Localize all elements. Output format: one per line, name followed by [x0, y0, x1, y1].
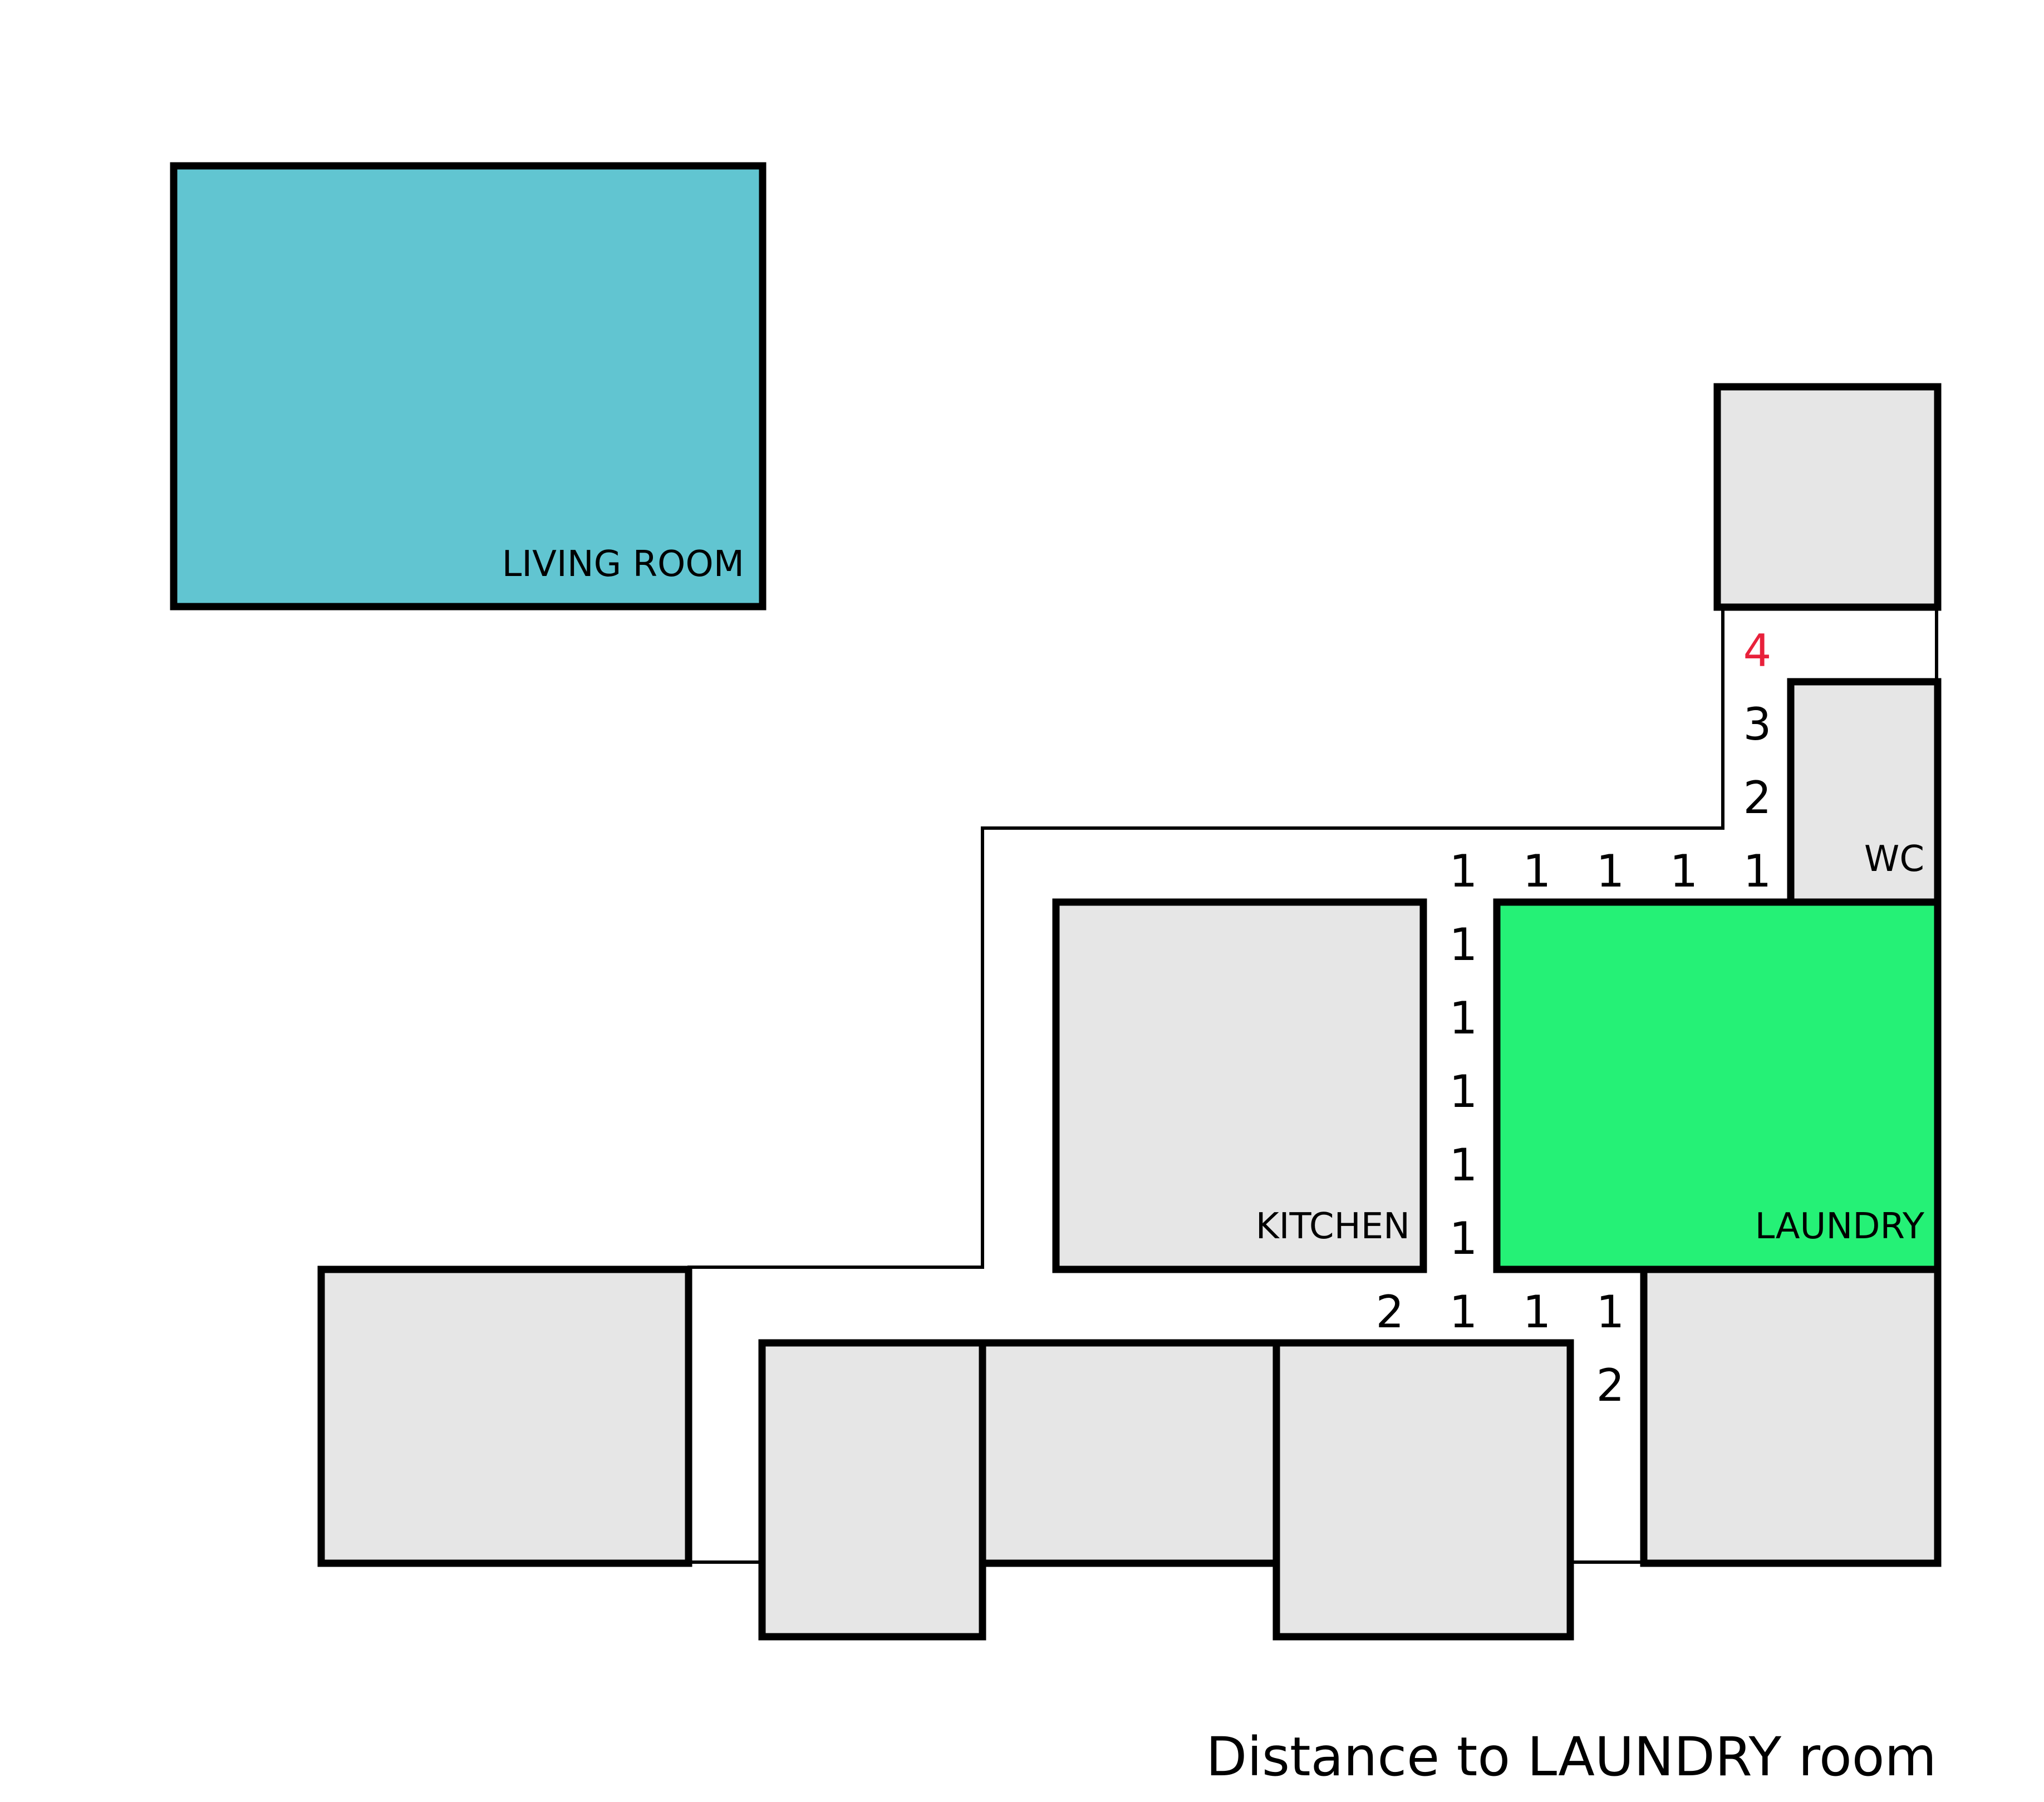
kitchen-label: KITCHEN	[1256, 1206, 1410, 1247]
distance-marker: 2	[1596, 1360, 1625, 1411]
bottom-right-room	[1640, 1266, 1942, 1567]
distance-marker: 1	[1450, 1286, 1478, 1338]
distance-marker: 1	[1596, 845, 1625, 897]
top-right-room	[1713, 383, 1942, 611]
kitchen	[1052, 898, 1427, 1273]
laundry	[1493, 898, 1942, 1273]
distance-marker: 1	[1450, 1213, 1478, 1264]
living-room	[170, 162, 766, 610]
wc	[1787, 678, 1942, 906]
rooms	[170, 162, 1942, 1641]
distance-marker: 1	[1523, 845, 1551, 897]
wc-label: WC	[1864, 839, 1924, 880]
corridor-wall-upper	[687, 608, 1724, 1269]
distance-marker: 1	[1450, 845, 1478, 897]
laundry-label: LAUNDRY	[1755, 1206, 1925, 1247]
distance-marker: 1	[1450, 992, 1478, 1044]
distance-marker: 1	[1743, 845, 1772, 897]
distance-marker: 1	[1523, 1286, 1551, 1338]
distance-marker: 1	[1450, 1066, 1478, 1117]
bottom-room-2	[979, 1339, 1280, 1567]
room-labels: LIVING ROOM WC KITCHEN LAUNDRY	[502, 544, 1925, 1247]
left-room	[317, 1266, 692, 1567]
distance-marker: 1	[1450, 919, 1478, 971]
distance-marker: 2	[1743, 772, 1772, 824]
distance-marker: 1	[1450, 1139, 1478, 1191]
diagram-title: Distance to LAUNDRY room	[1206, 1726, 1937, 1788]
bottom-room-1	[758, 1339, 986, 1641]
corridor-walls	[687, 608, 1938, 1564]
living-room-label: LIVING ROOM	[502, 544, 744, 585]
distance-marker: 3	[1743, 698, 1772, 750]
bottom-room-3	[1272, 1339, 1574, 1641]
distance-marker: 2	[1376, 1286, 1404, 1338]
distance-marker-target: 4	[1743, 625, 1772, 677]
distance-marker: 1	[1670, 845, 1698, 897]
distance-markers: 4 3 2 1 1 1 1 1 1 1 1 1 1 2 1 1 1 2	[1376, 625, 1772, 1411]
distance-marker: 1	[1596, 1286, 1625, 1338]
